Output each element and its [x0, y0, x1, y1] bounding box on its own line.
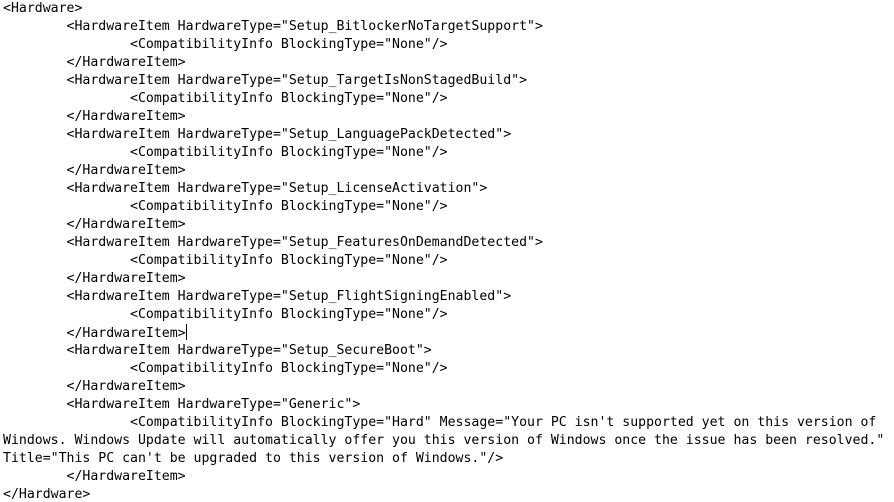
- code-line-20: <HardwareItem HardwareType="Setup_Secure…: [3, 343, 432, 358]
- code-line-19-text: </HardwareItem>: [3, 326, 186, 341]
- code-line-23: <HardwareItem HardwareType="Generic">: [3, 397, 361, 412]
- code-line-6: <CompatibilityInfo BlockingType="None"/>: [3, 91, 448, 106]
- code-line-10: </HardwareItem>: [3, 163, 186, 178]
- code-line-28: </Hardware>: [3, 487, 91, 502]
- code-line-15: <CompatibilityInfo BlockingType="None"/>: [3, 253, 448, 268]
- code-line-5: <HardwareItem HardwareType="Setup_Target…: [3, 73, 528, 88]
- code-line-4: </HardwareItem>: [3, 55, 186, 70]
- code-line-25: Windows. Windows Update will automatical…: [3, 433, 885, 448]
- code-line-8: <HardwareItem HardwareType="Setup_Langua…: [3, 127, 512, 142]
- code-line-7: </HardwareItem>: [3, 109, 186, 124]
- code-line-16: </HardwareItem>: [3, 271, 186, 286]
- code-line-3: <CompatibilityInfo BlockingType="None"/>: [3, 37, 448, 52]
- code-line-1: <Hardware>: [3, 1, 83, 16]
- code-line-14: <HardwareItem HardwareType="Setup_Featur…: [3, 235, 543, 250]
- code-line-21: <CompatibilityInfo BlockingType="None"/>: [3, 361, 448, 376]
- code-line-27: </HardwareItem>: [3, 469, 186, 484]
- text-caret: [185, 324, 187, 340]
- code-line-13: </HardwareItem>: [3, 217, 186, 232]
- code-line-11: <HardwareItem HardwareType="Setup_Licens…: [3, 181, 488, 196]
- code-text: <Hardware> <HardwareItem HardwareType="S…: [3, 0, 884, 502]
- code-line-18: <CompatibilityInfo BlockingType="None"/>: [3, 307, 448, 322]
- code-line-24: <CompatibilityInfo BlockingType="Hard" M…: [3, 415, 877, 430]
- code-line-17: <HardwareItem HardwareType="Setup_Flight…: [3, 289, 512, 304]
- code-line-12: <CompatibilityInfo BlockingType="None"/>: [3, 199, 448, 214]
- code-line-2: <HardwareItem HardwareType="Setup_Bitloc…: [3, 19, 543, 34]
- code-line-22: </HardwareItem>: [3, 379, 186, 394]
- code-line-26: Title="This PC can't be upgraded to this…: [3, 451, 504, 466]
- code-line-19: </HardwareItem>: [3, 324, 884, 342]
- code-line-9: <CompatibilityInfo BlockingType="None"/>: [3, 145, 448, 160]
